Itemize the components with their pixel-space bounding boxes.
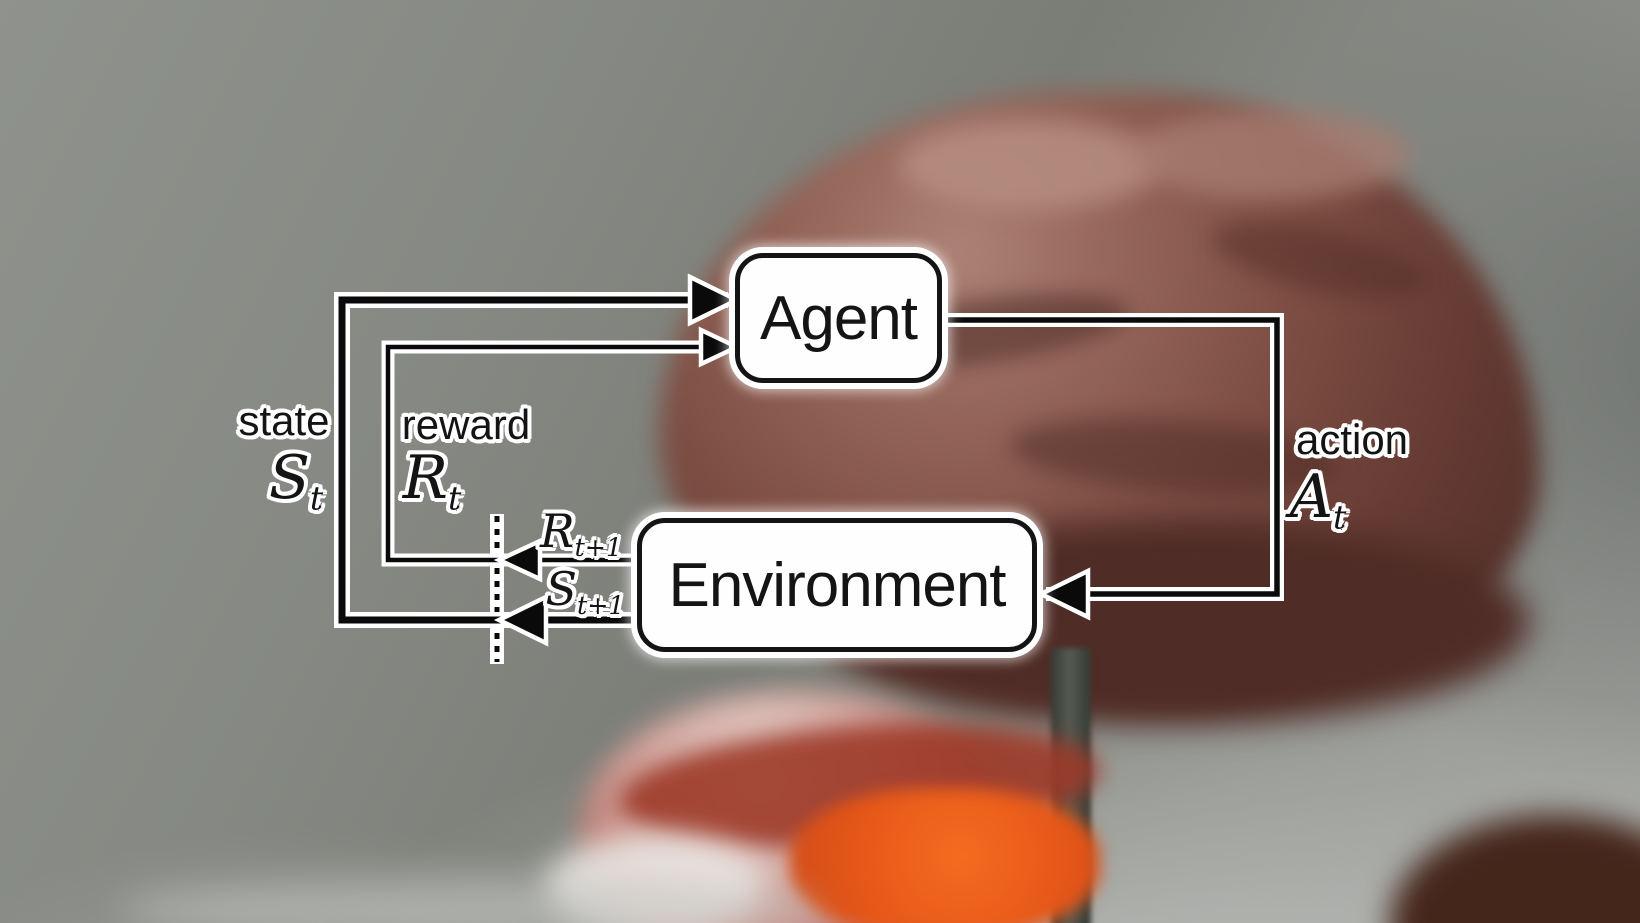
next-reward-symbol: Rt+1: [539, 504, 623, 562]
next-state-arrowhead: [493, 593, 549, 647]
environment-node: Environment: [637, 518, 1037, 652]
brain-highlight: [900, 120, 1160, 210]
next-reward-arrowhead: [493, 537, 543, 583]
action-to-environment-arrowhead: [1035, 567, 1091, 621]
state-flow-line: [334, 292, 728, 628]
reward-to-agent-arrowhead: [698, 326, 743, 368]
reward-symbol: Rt: [402, 443, 462, 518]
orange-liquid-image: [790, 788, 1100, 923]
state-symbol: St: [268, 443, 324, 518]
agent-node-label: Agent: [759, 283, 918, 353]
environment-node-label: Environment: [668, 550, 1006, 620]
table-highlight: [120, 880, 820, 923]
next-state-symbol: St+1: [545, 562, 625, 620]
action-flow-line: [942, 313, 1284, 601]
action-label: action: [1295, 416, 1409, 463]
action-symbol: At: [1289, 462, 1347, 537]
brain-highlight: [1130, 110, 1410, 200]
agent-node: Agent: [735, 253, 942, 383]
state-label: state: [238, 397, 330, 444]
reward-label: reward: [401, 401, 531, 448]
state-to-agent-arrowhead: [687, 273, 743, 327]
